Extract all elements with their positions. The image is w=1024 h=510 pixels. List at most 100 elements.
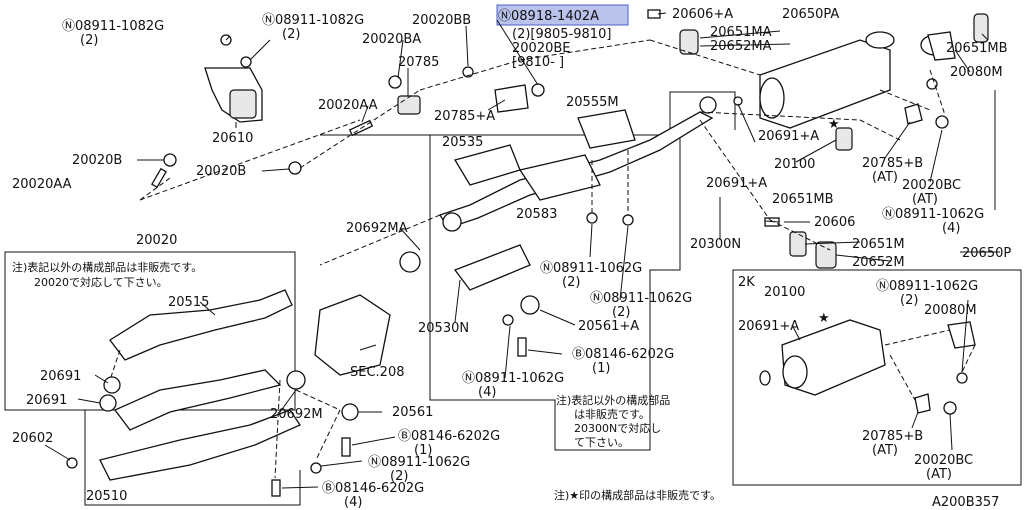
note-2-line-4: て下さい。	[574, 436, 629, 449]
inset-label-at-b: (AT)	[926, 467, 952, 482]
label-at-a: (AT)	[872, 170, 898, 185]
nut-08911-1062G-qty-b: (2)	[562, 275, 580, 290]
center-pipe-drawing	[399, 109, 714, 357]
nut-08911-1062G-label-b: Ⓝ08911-1062G	[540, 261, 642, 276]
label-20650P: 20650P	[962, 246, 1011, 261]
label-20535: 20535	[442, 135, 483, 150]
nut-08911-1062G-label-e: Ⓝ08911-1062G	[368, 455, 470, 470]
inset-label-20080M: 20080M	[924, 303, 977, 318]
stud-20020AA-drawing	[151, 119, 374, 189]
bolt-08146-6202G-label-b: Ⓑ08146-6202G	[398, 429, 500, 444]
frame-20300N-group	[320, 91, 736, 136]
star-mark-a: ★	[828, 117, 840, 132]
label-20651MB-b: 20651MB	[772, 192, 834, 207]
hanger-20785A-drawing	[494, 83, 545, 113]
label-20606: 20606	[814, 215, 855, 230]
label-20515: 20515	[168, 295, 209, 310]
nut-08911-1062G-label-c: Ⓝ08911-1062G	[590, 291, 692, 306]
bolt-08146-6202G-qty-b: (1)	[414, 443, 432, 458]
frame-20300N-right	[429, 135, 681, 451]
highlight-08918	[496, 4, 629, 26]
note-3: 注)★印の構成部品は非販売です。	[554, 488, 721, 502]
label-20300N: 20300N	[690, 237, 741, 252]
nut-08911-1062G-label-d: Ⓝ08911-1062G	[462, 371, 564, 386]
label-20652MA: 20652MA	[710, 39, 772, 54]
label-20610: 20610	[212, 131, 253, 146]
inset-labels: 2K 20100 20691+A Ⓝ08911-1062G (2) 20080M…	[738, 275, 978, 482]
label-20652M: 20652M	[852, 255, 905, 270]
label-20785: 20785	[398, 55, 439, 70]
labels-center: 20583 20692MA Ⓝ08911-1062G (2) Ⓝ08911-10…	[346, 207, 692, 400]
label-20561A: 20561+A	[578, 319, 639, 334]
note-2-line-1: 注)表記以外の構成部品	[556, 393, 670, 407]
diagram-id: A200B357	[932, 495, 999, 510]
label-20020BC-a: 20020BC	[902, 178, 961, 193]
label-20020BB: 20020BB	[412, 13, 471, 28]
label-20692MA: 20692MA	[346, 221, 408, 236]
nut-08911-1062G-qty-d: (4)	[478, 385, 496, 400]
inset-label-20691A: 20691+A	[738, 319, 799, 334]
label-20020B-a: 20020B	[72, 153, 122, 168]
hanger-20610-drawing	[204, 34, 263, 123]
nut-08911-1062G-qty-c: (2)	[612, 305, 630, 320]
label-20691-b: 20691	[26, 393, 67, 408]
bolt-08146-6202G-label-c: Ⓑ08146-6202G	[322, 481, 424, 496]
labels-bottom-left: 20020 20515 20691 20691 20602 20692M 205…	[12, 233, 500, 510]
labels-top-right: 20606+A 20650PA 20651MA 20652MA 20651MB …	[442, 7, 1011, 270]
label-20020BA: 20020BA	[362, 32, 421, 47]
inset-title: 2K	[738, 275, 755, 290]
label-20692M: 20692M	[270, 407, 323, 422]
bolt-08918-1402A-label: Ⓝ08918-1402A	[498, 9, 599, 24]
bolt-08146-6202G-qty-c: (4)	[344, 495, 362, 510]
label-20650PA: 20650PA	[782, 7, 839, 22]
inset-label-at-a: (AT)	[872, 443, 898, 458]
bushing-20020BA-drawing	[388, 66, 474, 115]
label-20020: 20020	[136, 233, 177, 248]
label-20020B-b: 20020B	[196, 164, 246, 179]
bolt-08146-6202G-label-a: Ⓑ08146-6202G	[572, 347, 674, 362]
label-20785B-a: 20785+B	[862, 156, 923, 171]
star-mark-b: ★	[818, 311, 830, 326]
inset-label-20785B: 20785+B	[862, 429, 923, 444]
note-2-line-3: 20300Nで対応し	[574, 421, 661, 435]
label-20020BE: 20020BE	[512, 41, 571, 56]
label-sec208: SEC.208	[350, 365, 405, 380]
inset-nut-label: Ⓝ08911-1062G	[876, 279, 978, 294]
label-20691A-b: 20691+A	[706, 176, 767, 191]
nut-08911-1062G-label-a: Ⓝ08911-1062G	[882, 207, 984, 222]
inset-label-20020BC: 20020BC	[914, 453, 973, 468]
main-muffler-drawing: ★	[647, 9, 989, 269]
label-20785A: 20785+A	[434, 109, 495, 124]
label-20651M: 20651M	[852, 237, 905, 252]
label-20555M: 20555M	[566, 95, 619, 110]
label-20691A-a: 20691+A	[758, 129, 819, 144]
frame-2k-inset	[732, 269, 1022, 486]
nut-08911-1082G-qty-b: (2)	[282, 27, 300, 42]
label-at-b: (AT)	[912, 192, 938, 207]
label-20606A: 20606+A	[672, 7, 733, 22]
label-20510: 20510	[86, 489, 127, 504]
leader-lines	[44, 12, 1000, 489]
bolt-08918-1402A-qty: (2)[9805-9810]	[512, 27, 611, 42]
note-1-line-2: 20020で対応して下さい。	[34, 275, 168, 289]
inset-muffler-drawing: ★	[759, 311, 976, 415]
label-20020AA-a: 20020AA	[318, 98, 378, 113]
nut-08911-1062G-qty-a: (4)	[942, 221, 960, 236]
label-20020BE-qty: [9810- ]	[512, 55, 564, 70]
label-20691-a: 20691	[40, 369, 81, 384]
label-20020AA-b: 20020AA	[12, 177, 72, 192]
label-20100-a: 20100	[774, 157, 815, 172]
label-20080M-top: 20080M	[950, 65, 1003, 80]
label-20602: 20602	[12, 431, 53, 446]
nut-08911-1082G-label-b: Ⓝ08911-1082G	[262, 13, 364, 28]
label-20530N: 20530N	[418, 321, 469, 336]
front-pipe-drawing	[66, 289, 391, 497]
labels-top-left: Ⓝ08911-1082G (2) Ⓝ08911-1082G (2) 20020B…	[12, 9, 611, 192]
dashed-lines	[109, 39, 976, 479]
note-1-line-1: 注)表記以外の構成部品は非販売です。	[12, 260, 202, 274]
nut-08911-1062G-qty-e: (2)	[390, 469, 408, 484]
inset-nut-qty: (2)	[900, 293, 918, 308]
notes: 注)表記以外の構成部品は非販売です。 20020で対応して下さい。 注)表記以外…	[12, 260, 721, 502]
nut-08911-1082G-qty-a: (2)	[80, 33, 98, 48]
